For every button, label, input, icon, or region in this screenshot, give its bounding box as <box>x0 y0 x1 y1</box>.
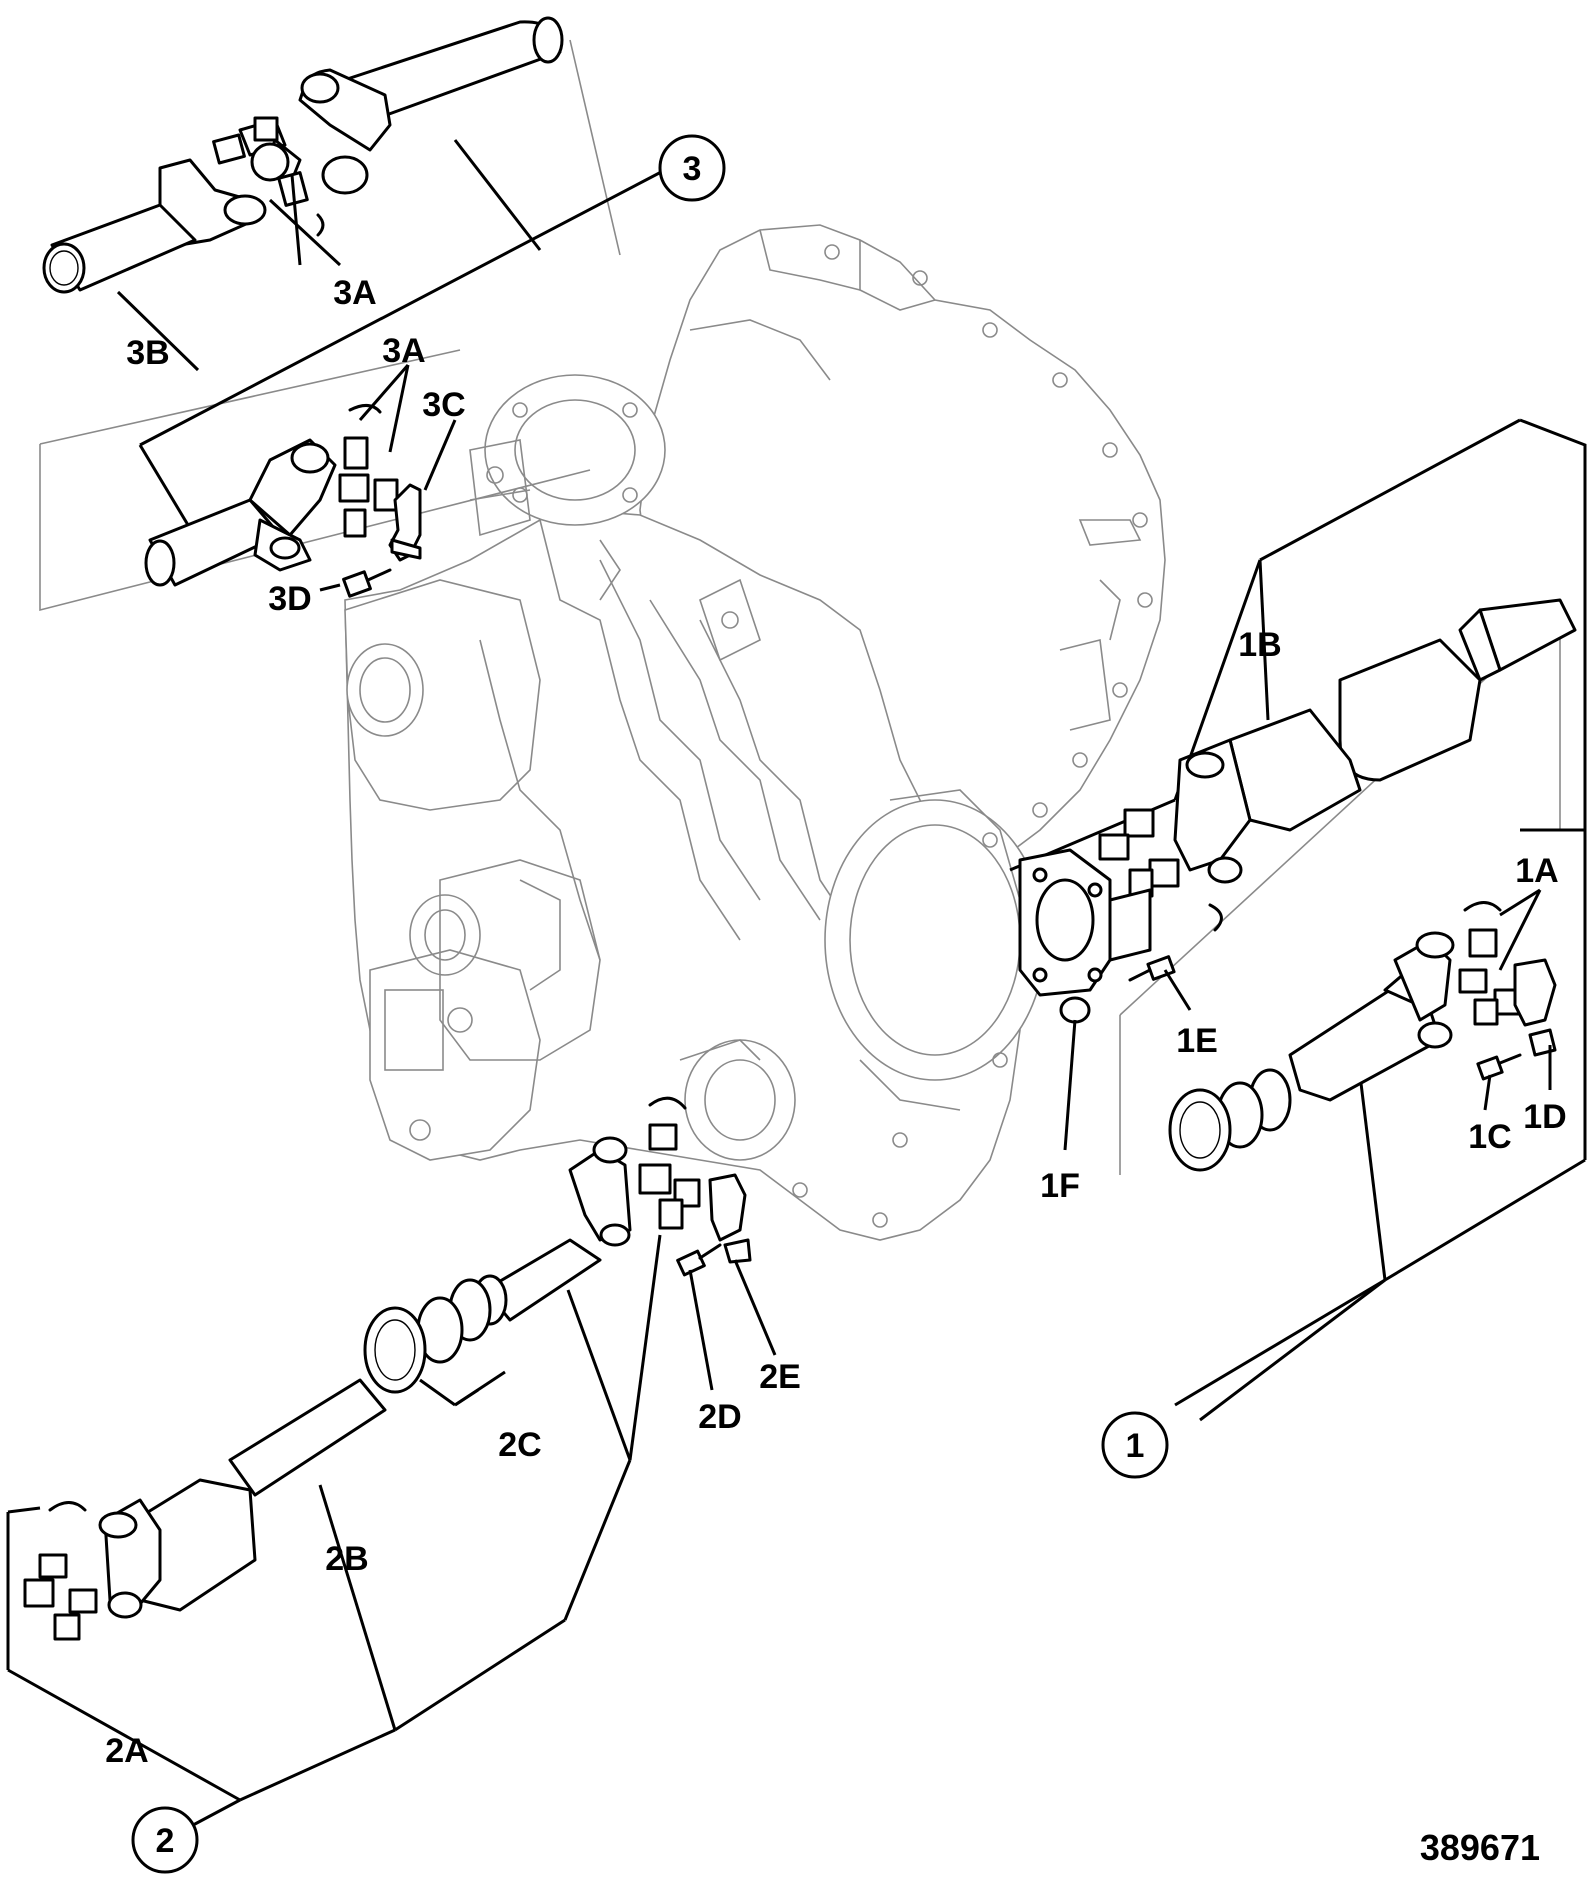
label-3B: 3B <box>126 334 169 372</box>
label-3D: 3D <box>268 580 311 618</box>
callout-1: 1 <box>1101 1411 1169 1479</box>
propshaft-2 <box>6 1096 777 1842</box>
part-labels: 1A 1B 1C 1D 1E 1F 2A 2B 2C 2D 2E 3A 3A 3… <box>105 274 1566 1770</box>
callout-2-text: 2 <box>156 1822 175 1860</box>
propshaft-3 <box>42 16 666 598</box>
label-2B: 2B <box>325 1540 368 1578</box>
label-1D: 1D <box>1523 1098 1566 1136</box>
gearbox-housing <box>344 224 1166 1241</box>
label-1F: 1F <box>1040 1167 1080 1205</box>
label-1A: 1A <box>1515 852 1558 890</box>
label-1B: 1B <box>1238 626 1281 664</box>
callout-1-text: 1 <box>1126 1427 1145 1465</box>
label-2A: 2A <box>105 1732 148 1770</box>
label-1E: 1E <box>1176 1022 1218 1060</box>
label-2C: 2C <box>498 1426 541 1464</box>
callout-3-text: 3 <box>683 150 702 188</box>
label-1C: 1C <box>1468 1118 1511 1156</box>
label-2D: 2D <box>698 1398 741 1436</box>
propshaft-1 <box>1009 418 1587 1422</box>
label-2E: 2E <box>759 1358 801 1396</box>
callout-3: 3 <box>658 134 726 202</box>
callout-2: 2 <box>131 1806 199 1874</box>
label-3A-upper: 3A <box>333 274 376 312</box>
label-3C: 3C <box>422 386 465 424</box>
label-3A-lower: 3A <box>382 332 425 370</box>
reference-number: 389671 <box>1420 1827 1540 1868</box>
